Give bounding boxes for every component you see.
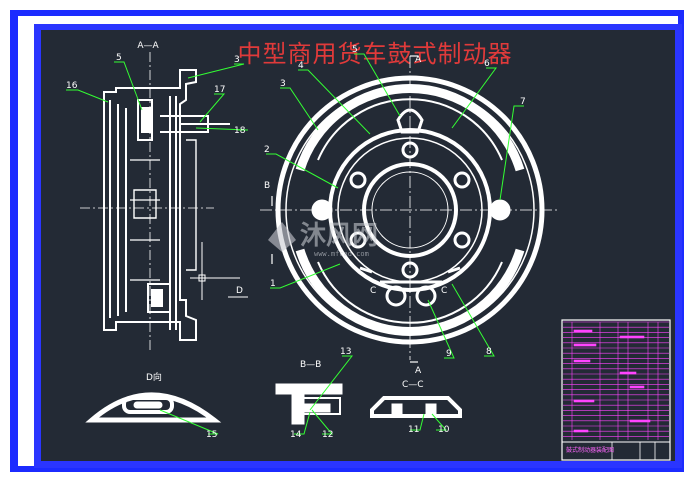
title-block-cell-mark	[573, 399, 595, 403]
label-c-left: C	[370, 286, 376, 296]
section-aa-centerlines	[80, 52, 214, 352]
part-number-4: 4	[298, 61, 304, 71]
title-block-cell-mark	[629, 385, 645, 389]
leader-lines	[66, 53, 524, 435]
title-block-cell-mark	[629, 419, 651, 423]
title-block-cell-mark	[619, 335, 645, 339]
watermark-logo-icon	[268, 222, 296, 252]
label-aa: A—A	[137, 41, 159, 51]
dimension-marker-d	[190, 242, 248, 300]
part-number-9: 9	[446, 349, 452, 359]
part-number-18: 18	[234, 126, 246, 136]
part-number-5b: 5	[352, 45, 358, 55]
part-number-7: 7	[520, 97, 526, 107]
part-number-3a: 3	[234, 55, 240, 65]
part-number-5a: 5	[116, 53, 122, 63]
part-number-1: 1	[270, 279, 276, 289]
title-block-cell-mark	[619, 371, 637, 375]
part-number-12: 12	[322, 430, 333, 440]
section-cut-markers	[271, 55, 418, 363]
watermark-text: 沐风网	[300, 221, 378, 251]
label-d-view: D向	[146, 371, 162, 383]
drawing-title: 中型商用货车鼓式制动器	[238, 40, 513, 68]
part-number-16: 16	[66, 81, 78, 91]
front-view-centerlines	[260, 56, 560, 360]
part-number-8: 8	[486, 347, 492, 357]
label-cc: C—C	[402, 380, 424, 390]
part-number-13: 13	[340, 347, 351, 357]
title-block-caption: 鼓式制动器装配图	[566, 446, 614, 454]
part-number-17: 17	[214, 85, 225, 95]
part-number-15: 15	[206, 430, 217, 440]
section-aa-view	[103, 69, 230, 341]
part-number-11: 11	[408, 425, 419, 435]
part-number-2: 2	[264, 145, 270, 155]
part-number-6: 6	[484, 59, 490, 69]
section-cc-view	[370, 396, 462, 418]
label-b: B	[264, 181, 270, 191]
watermark: 沐风网 www.mfcad.com	[268, 221, 378, 258]
title-block-cell-mark	[573, 359, 591, 363]
label-c-right: C	[441, 286, 447, 296]
label-bb: B—B	[300, 360, 321, 370]
label-d: D	[236, 286, 243, 296]
part-number-10: 10	[438, 425, 450, 435]
section-bb-view	[275, 383, 343, 425]
label-a-bottom: A	[415, 366, 422, 376]
watermark-url: www.mfcad.com	[314, 250, 369, 258]
part-number-14: 14	[290, 430, 302, 440]
title-block-grid	[563, 321, 669, 440]
title-block: 鼓式制动器装配图	[561, 319, 671, 461]
part-number-3b: 3	[280, 79, 286, 89]
title-block-cell-mark	[573, 429, 589, 433]
label-a-top: A	[415, 55, 422, 65]
title-block-cell-mark	[573, 329, 593, 333]
title-block-cell-mark	[573, 343, 597, 347]
view-d	[85, 392, 222, 423]
